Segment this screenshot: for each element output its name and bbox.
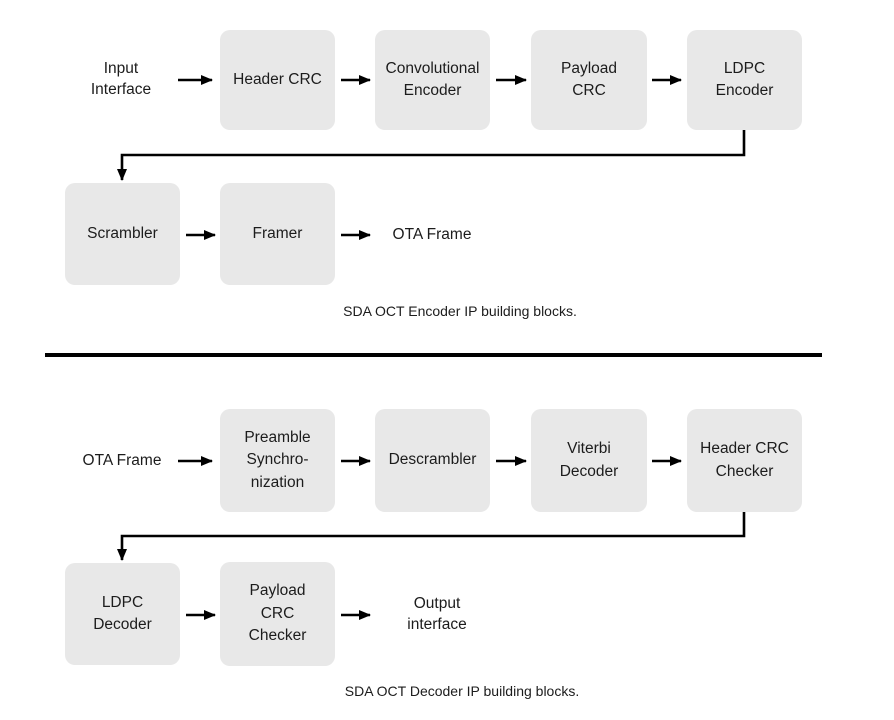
ldpc-encoder-line2: Encoder — [715, 82, 774, 99]
ldpc-decoder-line2: Decoder — [93, 616, 152, 633]
encoder-caption: SDA OCT Encoder IP building blocks. — [343, 303, 577, 319]
output-interface-line2: interface — [407, 615, 467, 633]
decoder-caption: SDA OCT Decoder IP building blocks. — [344, 683, 580, 699]
framer-label: Framer — [252, 224, 303, 242]
payload-crc-checker-line2: CRC — [260, 604, 295, 622]
output-interface-line1: Output — [413, 595, 461, 612]
ota-frame-decoder-line1: OTA Frame — [82, 452, 162, 469]
input-interface-label: Input Interface — [41, 59, 201, 101]
header-crc-checker-line1: Header CRC — [700, 440, 789, 458]
header-crc-box: Header CRC — [220, 30, 335, 130]
payload-crc-checker-line1: Payload — [249, 582, 306, 600]
framer-box: Framer — [220, 183, 335, 285]
arrow-ldpcencoder-to-scrambler — [117, 130, 746, 181]
payload-crc-box: Payload CRC — [531, 30, 647, 130]
ldpc-encoder-box: LDPC Encoder — [687, 30, 802, 130]
input-interface-line1: Input — [103, 60, 139, 77]
preamble-synchronization-line3: nization — [250, 473, 305, 491]
arrow-headercrcchecker-to-ldpcdecoder — [117, 511, 746, 561]
header-crc-label: Header CRC — [233, 70, 322, 88]
scrambler-label: Scrambler — [87, 224, 158, 242]
convolutional-encoder-line1: Convolutional — [385, 59, 480, 77]
output-interface-label: Output interface — [357, 594, 517, 636]
descrambler-box: Descrambler — [375, 409, 490, 512]
preamble-synchronization-box: Preamble Synchro- nization — [220, 409, 335, 512]
viterbi-decoder-box: Viterbi Decoder — [531, 409, 647, 512]
ota-frame-encoder-line1: OTA Frame — [392, 226, 472, 243]
scrambler-box: Scrambler — [65, 183, 180, 285]
payload-crc-line1: Payload — [560, 59, 617, 77]
header-crc-checker-box: Header CRC Checker — [687, 409, 802, 512]
viterbi-decoder-line1: Viterbi — [567, 440, 611, 458]
payload-crc-checker-box: Payload CRC Checker — [220, 562, 335, 666]
preamble-synchronization-line2: Synchro- — [246, 451, 309, 469]
preamble-synchronization-line1: Preamble — [244, 428, 311, 446]
section-divider — [45, 353, 822, 357]
ldpc-encoder-line1: LDPC — [723, 59, 766, 77]
payload-crc-line2: CRC — [572, 82, 606, 99]
ota-frame-encoder-label: OTA Frame — [352, 225, 512, 246]
ldpc-decoder-box: LDPC Decoder — [65, 563, 180, 665]
input-interface-line2: Interface — [90, 80, 152, 98]
convolutional-encoder-box: Convolutional Encoder — [375, 30, 490, 130]
ota-frame-decoder-label: OTA Frame — [42, 451, 202, 472]
viterbi-decoder-line2: Decoder — [559, 462, 619, 480]
ldpc-decoder-line1: LDPC — [101, 593, 144, 611]
payload-crc-checker-line3: Checker — [248, 627, 307, 645]
header-crc-checker-line2: Checker — [715, 462, 774, 480]
convolutional-encoder-line2: Encoder — [403, 82, 462, 99]
descrambler-label: Descrambler — [388, 451, 477, 469]
